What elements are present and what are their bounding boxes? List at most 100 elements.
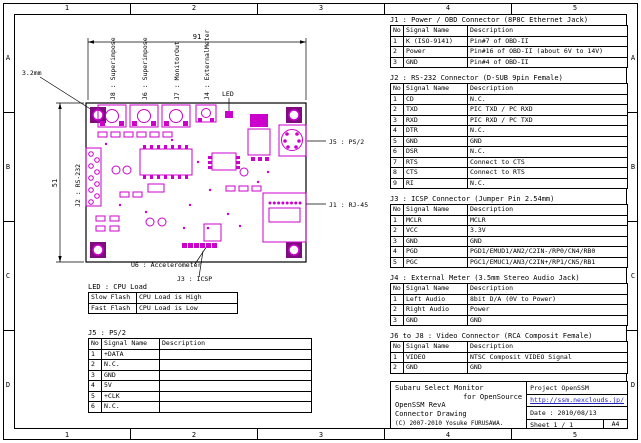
grid-row-label: A — [630, 54, 636, 62]
table-cell: TXD — [403, 104, 468, 116]
grid-row-label: C — [5, 272, 11, 280]
grid-col-label: 4 — [445, 4, 451, 12]
table-cell — [159, 369, 312, 381]
table-cell: 1 — [390, 93, 404, 105]
frame-tick — [384, 429, 385, 440]
table-cell — [159, 390, 312, 402]
j6-j8-video-block: J6 to J8 : Video Connector (RCA Composit… — [390, 332, 628, 374]
copyright-text: (C) 2007-2010 Yosuke FURUSAWA. — [395, 420, 504, 427]
table-cell: N.C. — [467, 93, 628, 105]
table-cell: Pin#16 of OBD-II (about 6V to 14V) — [467, 46, 628, 58]
table-cell: Connect to CTS — [467, 156, 628, 168]
table-cell: 1 — [390, 214, 404, 226]
column-header: Description — [159, 338, 312, 350]
grid-col-label: 5 — [572, 431, 578, 439]
project-name: Project OpenSSM — [527, 382, 627, 395]
table-cell: 4 — [390, 125, 404, 137]
table-cell: 6 — [88, 401, 102, 413]
table-cell: GND — [467, 362, 628, 374]
grid-col-label: 2 — [191, 431, 197, 439]
title-block-right: Project OpenSSM http://ssm.nexclouds.jp/… — [527, 382, 627, 428]
table-cell: NTSC Composit VIDEO Signal — [467, 351, 628, 363]
frame-tick — [130, 3, 131, 14]
table-cell: 2 — [390, 225, 404, 237]
grid-row-label: C — [630, 272, 636, 280]
title-block-left: Subaru Select Monitor for OpenSource Ope… — [391, 382, 528, 428]
grid-col-label: 3 — [318, 431, 324, 439]
project-url-link[interactable]: http://ssm.nexclouds.jp/ — [527, 395, 627, 407]
table-cell: 3 — [390, 235, 404, 247]
table-cell: PGD1/EMUD1/AN2/C2IN-/RP0/CN4/RB0 — [467, 246, 628, 258]
table-cell: GND — [467, 135, 628, 147]
table-cell: CD — [403, 93, 468, 105]
table-cell: RI — [403, 177, 468, 189]
product-title: Subaru Select Monitor — [395, 384, 484, 392]
column-header: Description — [467, 283, 628, 295]
table-row: 5+CLK — [88, 390, 312, 402]
table-cell: GND — [403, 314, 468, 326]
table-cell — [159, 348, 312, 360]
table-cell: 4 — [88, 380, 102, 392]
table-title: J3 : ICSP Connector (Jumper Pin 2.54mm) — [390, 195, 555, 203]
table-cell: 6 — [390, 146, 404, 158]
table-cell: 4 — [390, 246, 404, 258]
table-cell: Left Audio — [403, 293, 468, 305]
table-cell: GND — [467, 314, 628, 326]
column-header: No — [390, 25, 404, 37]
table-cell: Power — [403, 46, 468, 58]
column-header: Description — [467, 25, 628, 37]
table-cell: 8 — [390, 167, 404, 179]
table-row: 1+DATA — [88, 348, 312, 360]
j2-rs232-block: J2 : RS-232 Connector (D-SUB 9pin Female… — [390, 74, 628, 189]
column-header: Signal Name — [403, 341, 468, 353]
table-cell: GND — [403, 135, 468, 147]
table-cell: DTR — [403, 125, 468, 137]
frame-tick — [511, 429, 512, 440]
column-header: Description — [467, 341, 628, 353]
column-header: No — [390, 83, 404, 95]
table-cell: 5 — [88, 390, 102, 402]
table-cell: VCC — [403, 225, 468, 237]
sheet-row: Sheet 1 / 1 A4 — [527, 419, 627, 428]
table-cell: 1 — [88, 348, 102, 360]
frame-tick — [627, 221, 638, 222]
table-cell: 2 — [390, 104, 404, 116]
table-cell: 1 — [390, 293, 404, 305]
grid-col-label: 1 — [64, 4, 70, 12]
paper-size: A4 — [603, 419, 627, 428]
table-cell: Fast Flash — [88, 302, 137, 314]
table-cell: 5 — [390, 135, 404, 147]
table-cell: 2 — [390, 46, 404, 58]
grid-row-label: D — [630, 381, 636, 389]
frame-tick — [384, 3, 385, 14]
table-cell: 2 — [390, 304, 404, 316]
column-header: Signal Name — [403, 204, 468, 216]
frame-tick — [3, 330, 14, 331]
table-cell: PGD — [403, 246, 468, 258]
table-cell: PGC — [403, 256, 468, 268]
drawing-date: Date : 2010/08/13 — [527, 407, 627, 420]
table-cell: DSR — [403, 146, 468, 158]
